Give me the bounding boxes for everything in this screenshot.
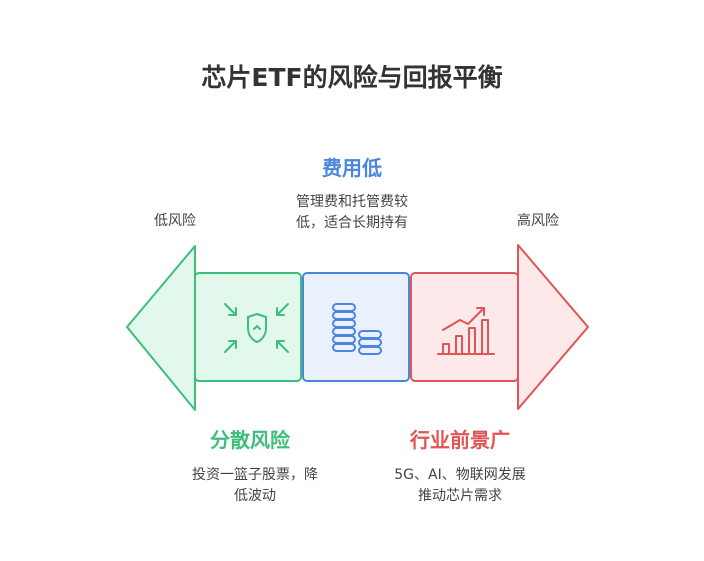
growth-chart-icon (437, 307, 495, 355)
industry-description-line-2: 推动芯片需求 (418, 488, 502, 504)
industry-heading: 行业前景广 (410, 428, 510, 452)
industry-panel (410, 272, 519, 382)
high-risk-arrow (517, 244, 589, 410)
fee-heading: 费用低 (322, 156, 382, 180)
diversify-description-line-2: 低波动 (234, 488, 276, 504)
fee-description: 管理费和托管费较 低，适合长期持有 (262, 192, 442, 234)
industry-description-line-1: 5G、AI、物联网发展 (394, 467, 526, 483)
coins-stack-icon (332, 303, 382, 355)
fee-description-line-2: 低，适合长期持有 (296, 215, 408, 231)
fee-description-line-1: 管理费和托管费较 (296, 194, 408, 210)
low-risk-label: 低风险 (154, 213, 196, 229)
diversify-description: 投资一篮子股票，降 低波动 (170, 465, 340, 507)
high-risk-label: 高风险 (517, 213, 559, 229)
diversify-heading: 分散风险 (210, 428, 290, 452)
fee-panel (302, 272, 410, 382)
diversify-description-line-1: 投资一篮子股票，降 (192, 467, 318, 483)
page-title: 芯片ETF的风险与回报平衡 (201, 63, 503, 92)
low-risk-arrow (126, 245, 196, 411)
shield-arrows-icon (224, 303, 289, 353)
industry-description: 5G、AI、物联网发展 推动芯片需求 (370, 465, 550, 507)
